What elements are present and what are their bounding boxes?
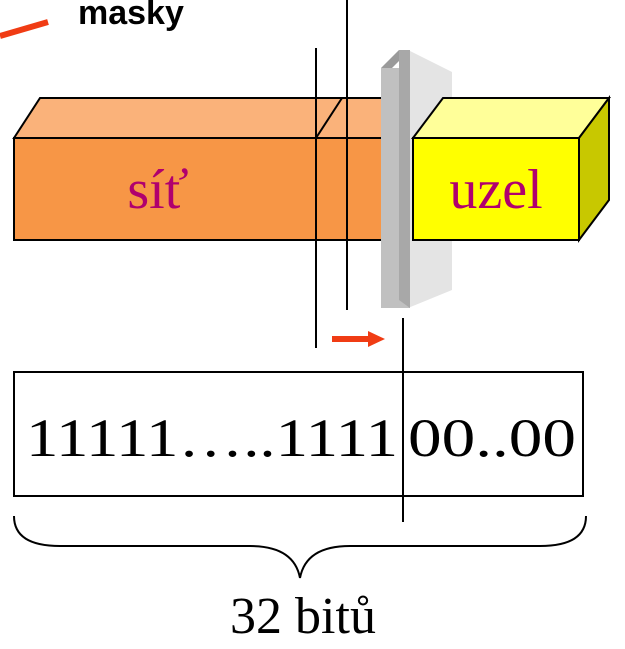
network-block-top [12, 97, 412, 139]
network-bits: 11111…..1111 [26, 408, 398, 468]
host-block-side [578, 95, 610, 243]
host-bits: 00..00 [408, 408, 576, 468]
shift-arrow [332, 331, 385, 347]
width-brace [13, 515, 587, 579]
network-block-front [13, 137, 385, 241]
mask-pointer-line [0, 19, 49, 39]
bit-width-caption: 32 bitů [230, 588, 376, 645]
host-block-front [412, 137, 580, 241]
host-block: uzel [411, 95, 611, 243]
host-label: uzel [449, 159, 542, 221]
network-label: síť [127, 159, 188, 221]
mask-label: masky [78, 0, 184, 32]
network-block-divider-top [315, 97, 343, 139]
bit-string-box [13, 371, 584, 497]
mask-plate-side [399, 50, 410, 308]
network-block: síť [12, 94, 412, 244]
host-block-top [411, 97, 611, 139]
